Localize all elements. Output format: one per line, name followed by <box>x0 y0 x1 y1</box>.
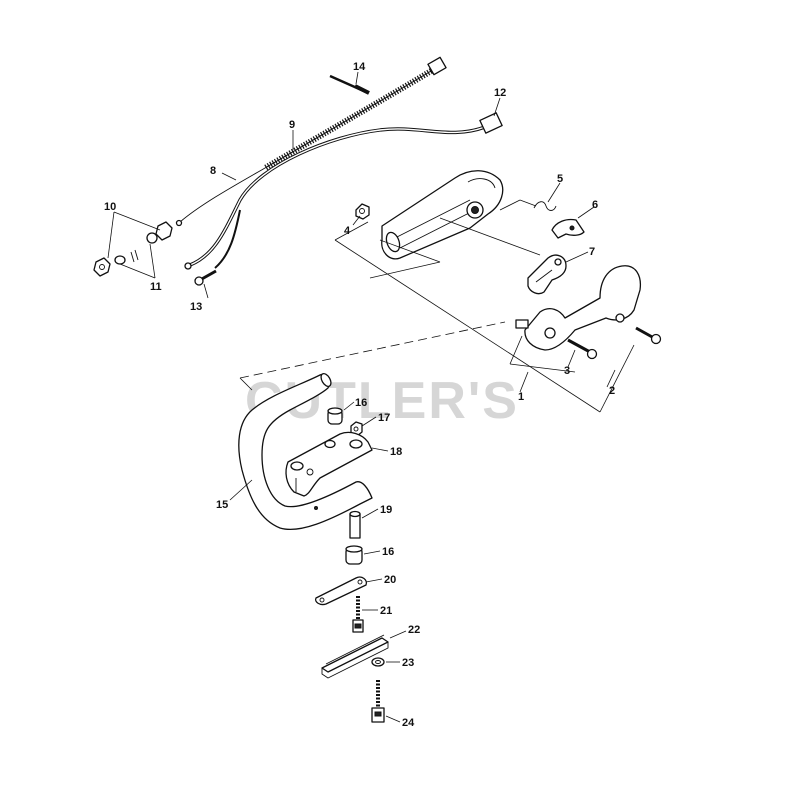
part-22-channel <box>321 634 389 679</box>
part-3-bolt <box>567 338 598 360</box>
callout-2: 2 <box>609 385 615 397</box>
part-18-clamp <box>285 431 373 497</box>
part-handle-upper <box>381 170 504 260</box>
callout-19: 19 <box>380 504 392 516</box>
part-stop-wire <box>184 112 503 270</box>
callout-24: 24 <box>402 717 415 729</box>
callout-6: 6 <box>592 199 598 211</box>
callout-10: 10 <box>104 201 116 213</box>
part-24-bolt <box>371 680 385 723</box>
callout-4: 4 <box>344 225 351 237</box>
callouts: 1 2 3 4 5 6 7 8 9 10 11 12 13 14 15 16 1… <box>104 61 615 729</box>
part-13-screw <box>194 269 217 286</box>
callout-16-top: 16 <box>355 397 367 409</box>
callout-23: 23 <box>402 657 414 669</box>
part-cable-sheath <box>175 56 447 227</box>
callout-3: 3 <box>564 365 570 377</box>
part-20-plate <box>314 576 368 606</box>
callout-15: 15 <box>216 499 228 511</box>
part-7-trigger <box>527 254 567 295</box>
callout-14: 14 <box>353 61 366 73</box>
part-21-bolt <box>352 596 364 633</box>
callout-7: 7 <box>589 246 595 258</box>
callout-21: 21 <box>380 605 392 617</box>
callout-13: 13 <box>190 301 202 313</box>
callout-17: 17 <box>378 412 390 424</box>
leader-lines <box>107 71 616 723</box>
part-handle-lower <box>515 265 642 351</box>
callout-20: 20 <box>384 574 396 586</box>
part-16-bushing-top <box>327 407 343 425</box>
callout-11: 11 <box>150 281 162 293</box>
part-15-loop-handle <box>238 372 373 530</box>
callout-9: 9 <box>289 119 295 131</box>
assembly-lines <box>239 199 635 413</box>
part-5-spring <box>533 201 557 211</box>
callout-8: 8 <box>210 165 216 177</box>
part-23-washer <box>371 657 385 667</box>
part-cable-tie <box>329 74 370 95</box>
callout-18: 18 <box>390 446 402 458</box>
callout-12: 12 <box>494 87 506 99</box>
part-2-bolt <box>635 326 662 345</box>
part-19-spacer <box>349 510 361 539</box>
part-4-nut <box>355 203 370 220</box>
part-nuts-washers <box>93 221 173 277</box>
callout-16-bottom: 16 <box>382 546 394 558</box>
part-16-bushing-bottom <box>345 545 363 565</box>
part-6-lockout <box>551 218 585 239</box>
callout-1: 1 <box>518 391 524 403</box>
callout-5: 5 <box>557 173 563 185</box>
callout-22: 22 <box>408 624 420 636</box>
